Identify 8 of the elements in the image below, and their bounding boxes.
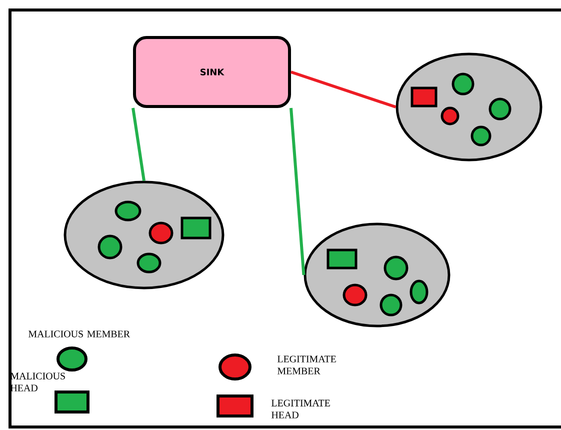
sink-box: SINK <box>133 36 291 108</box>
legend-text: MALICIOUS HEAD <box>10 372 65 392</box>
legend-text: LEGITIMATE MEMBER <box>277 356 336 374</box>
connector-line <box>290 70 396 108</box>
connector-line <box>132 108 146 181</box>
legend-text: LEGITIMATE HEAD <box>271 400 330 418</box>
legend-text: MALICIOUS MEMBER <box>28 330 130 338</box>
connector-line <box>290 108 306 276</box>
